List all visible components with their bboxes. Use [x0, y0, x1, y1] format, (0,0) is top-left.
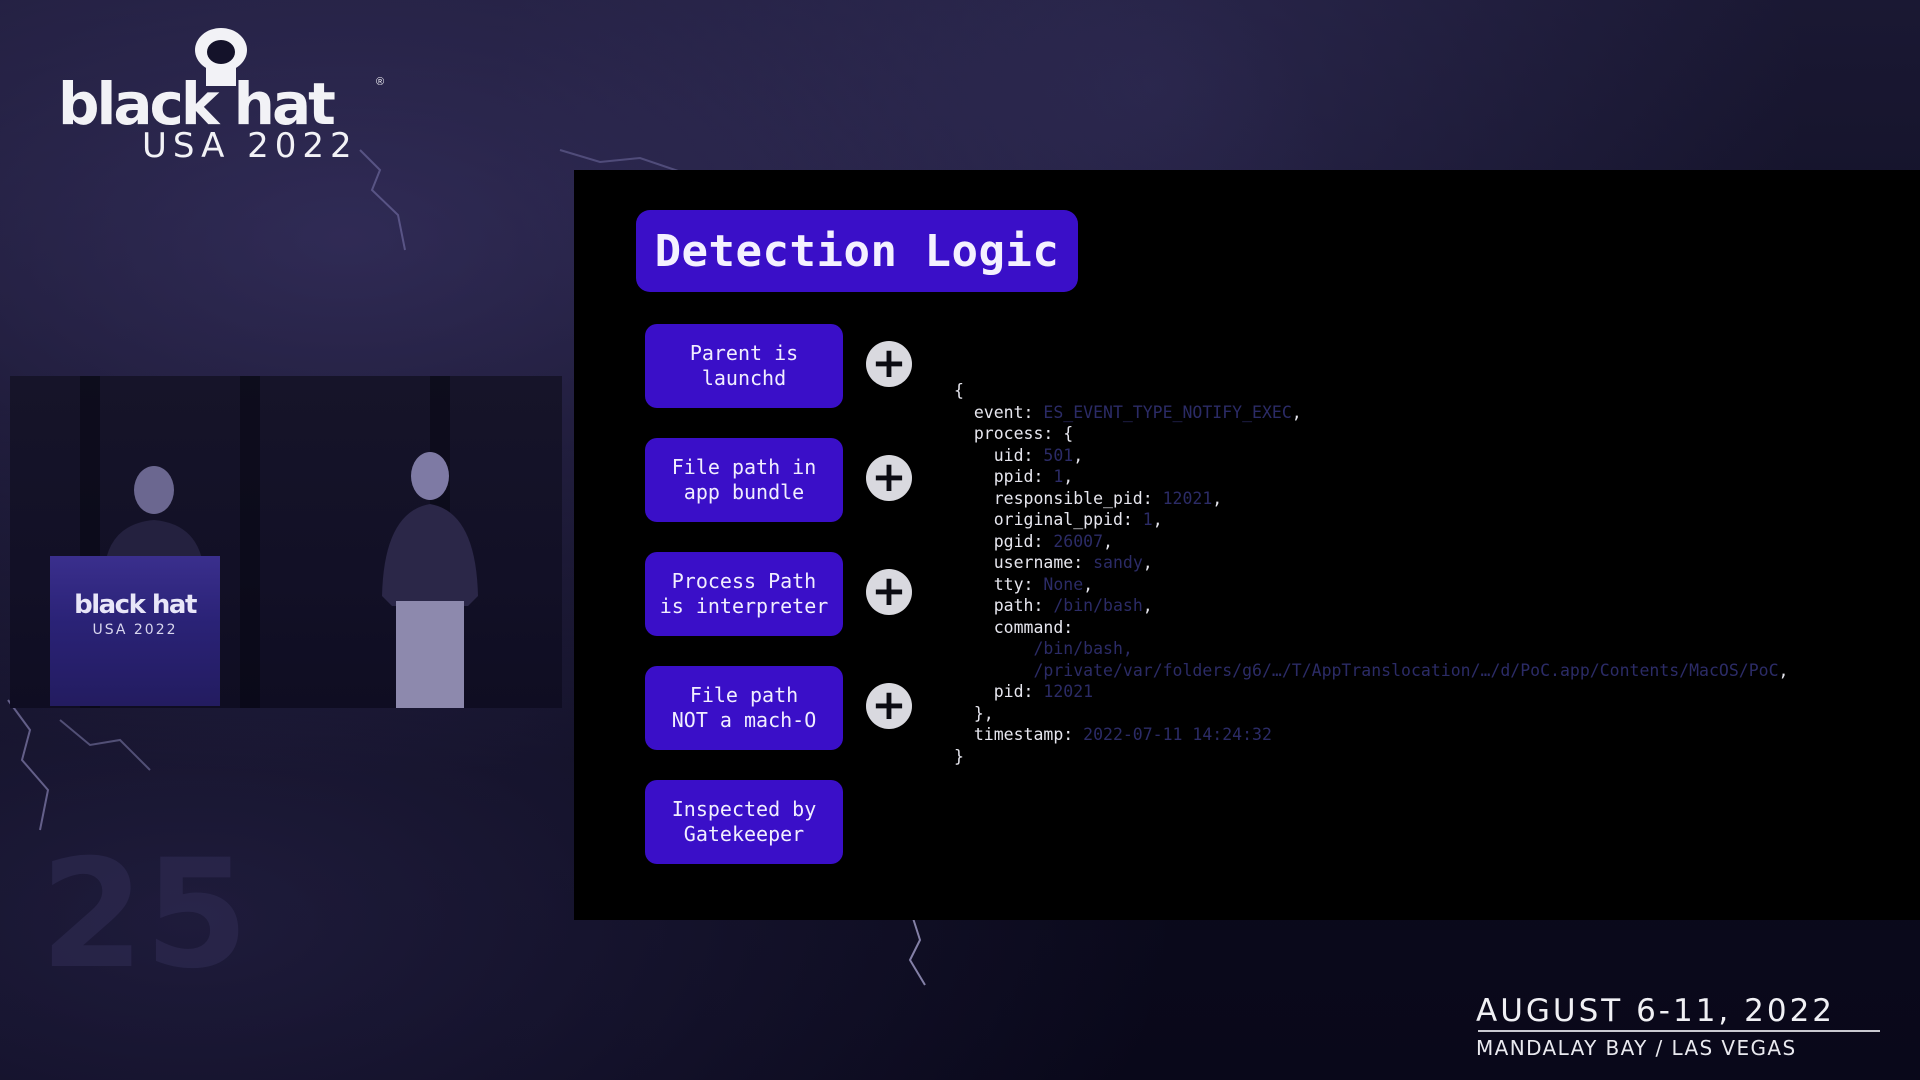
plus-icon: +	[866, 341, 912, 387]
process-event-json: { event: ES_EVENT_TYPE_NOTIFY_EXEC, proc…	[954, 381, 1789, 766]
standing-speaker	[382, 452, 478, 708]
condition-box: Parent is launchd	[645, 324, 843, 408]
slide-title-box: Detection Logic	[636, 210, 1078, 292]
podium-logo-text: black hat	[74, 590, 197, 620]
date-divider	[1478, 1030, 1880, 1032]
condition-box: Inspected by Gatekeeper	[645, 780, 843, 864]
condition-box: File path in app bundle	[645, 438, 843, 522]
registered-mark: ®	[376, 76, 385, 88]
curtain-fold	[240, 376, 260, 708]
podium-edition-text: USA 2022	[92, 622, 178, 638]
condition-label: File path in app bundle	[671, 455, 817, 504]
condition-label: Process Path is interpreter	[659, 569, 829, 618]
condition-label: File path NOT a mach-O	[671, 683, 817, 732]
condition-label: Parent is launchd	[689, 341, 799, 390]
condition-label: Inspected by Gatekeeper	[671, 797, 817, 846]
event-venue: MANDALAY BAY / LAS VEGAS	[1476, 1036, 1797, 1060]
logo-brand-text: black hat	[58, 70, 336, 138]
condition-box: Process Path is interpreter	[645, 552, 843, 636]
stage-video-inset: black hat USA 2022	[10, 376, 562, 708]
slide-title: Detection Logic	[654, 225, 1060, 277]
plus-icon: +	[866, 455, 912, 501]
plus-icon: +	[866, 569, 912, 615]
spy-hat-icon	[195, 28, 247, 86]
blackhat-logo: black hat ® USA 2022	[58, 26, 398, 166]
condition-box: File path NOT a mach-O	[645, 666, 843, 750]
event-dates: AUGUST 6-11, 2022	[1476, 993, 1836, 1029]
background-anniversary-mark: 25	[40, 828, 249, 1002]
podium: black hat USA 2022	[50, 556, 220, 706]
logo-edition-text: USA 2022	[142, 126, 358, 166]
plus-icon: +	[866, 683, 912, 729]
